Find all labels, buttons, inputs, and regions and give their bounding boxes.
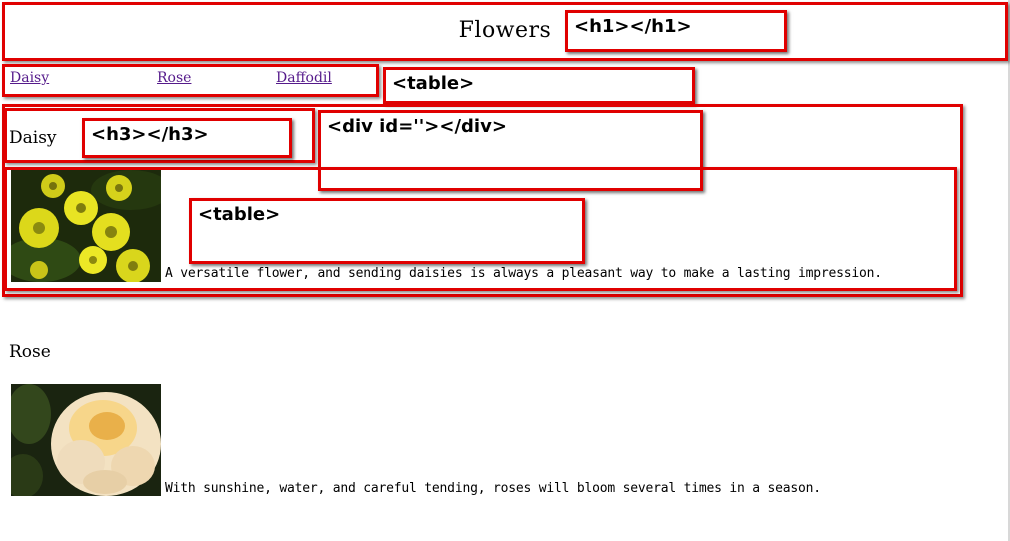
nav-table-outline: [2, 64, 379, 97]
h1-annotation-label: <h1></h1>: [565, 10, 787, 52]
nav-link-daffodil[interactable]: Daffodil: [276, 70, 332, 86]
page-title: Flowers: [458, 18, 552, 43]
daisy-description: A versatile flower, and sending daisies …: [165, 266, 882, 281]
rose-description: With sunshine, water, and careful tendin…: [165, 481, 821, 496]
h3-annotation-label: <h3></h3>: [82, 118, 292, 158]
section-heading-daisy: Daisy: [9, 128, 57, 148]
inner-table-annotation-label: <table>: [189, 198, 585, 264]
window-edge: [1008, 0, 1010, 541]
nav-link-daisy[interactable]: Daisy: [10, 70, 50, 86]
nav-table-annotation-label: <table>: [383, 67, 695, 104]
div-annotation-label: <div id=''></div>: [318, 110, 703, 191]
nav-link-rose[interactable]: Rose: [157, 70, 192, 86]
h3-outline: [4, 108, 315, 163]
inner-table-outline: [4, 167, 957, 291]
section-heading-rose: Rose: [9, 342, 51, 362]
h1-outline: [2, 2, 1008, 61]
div-outline: [2, 104, 963, 297]
rose-image: [11, 384, 161, 496]
daisy-image: [11, 170, 161, 282]
